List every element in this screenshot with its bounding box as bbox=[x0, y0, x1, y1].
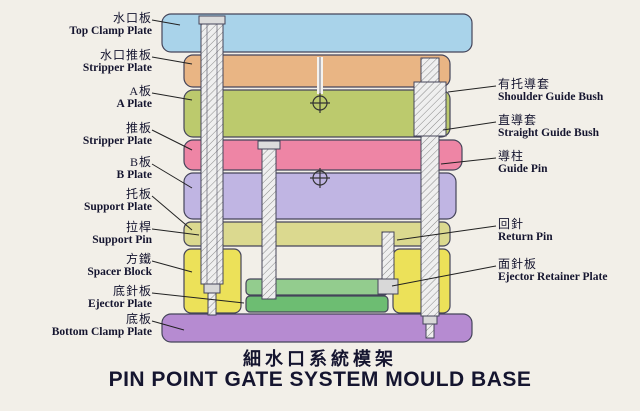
center-pin-head bbox=[257, 140, 281, 150]
label-zh: 底板 bbox=[125, 312, 152, 326]
diagram-title-chinese: 細水口系統模架 bbox=[243, 349, 397, 369]
support-pin bbox=[200, 15, 224, 285]
center-pin bbox=[261, 148, 277, 300]
label-en: Bottom Clamp Plate bbox=[51, 326, 152, 338]
label-straight-guide-bush: 直導套 Straight Guide Bush bbox=[498, 114, 638, 140]
label-zh: 導柱 bbox=[498, 149, 525, 163]
label-zh: B板 bbox=[129, 155, 152, 169]
crosshair-marks bbox=[310, 93, 330, 188]
diagram-title-english: PIN POINT GATE SYSTEM MOULD BASE bbox=[108, 368, 532, 391]
label-en: Ejector Retainer Plate bbox=[498, 271, 608, 283]
label-zh: 托板 bbox=[125, 187, 152, 201]
label-zh: 有托導套 bbox=[498, 77, 551, 91]
label-en: Spacer Block bbox=[87, 266, 152, 278]
label-en: Stripper Plate bbox=[82, 62, 152, 74]
label-guide-pin: 導柱 Guide Pin bbox=[498, 150, 638, 176]
stripper-plate-mid bbox=[183, 139, 463, 171]
support-pin-bolt-shaft bbox=[207, 292, 217, 316]
label-zh: 拉桿 bbox=[125, 220, 152, 234]
label-en: Guide Pin bbox=[498, 163, 548, 175]
pins-and-bushes bbox=[198, 15, 447, 339]
label-ejector-plate: 底針板 Ejector Plate bbox=[4, 285, 152, 311]
label-en: B Plate bbox=[116, 169, 152, 181]
label-stripper-plate-top: 水口推板 Stripper Plate bbox=[4, 49, 152, 75]
label-zh: 面針板 bbox=[498, 257, 538, 271]
label-zh: 直導套 bbox=[498, 113, 538, 127]
label-stripper-plate-mid: 推板 Stripper Plate bbox=[4, 122, 152, 148]
label-ejector-retainer-plate: 面針板 Ejector Retainer Plate bbox=[498, 258, 638, 284]
label-bottom-clamp-plate: 底板 Bottom Clamp Plate bbox=[4, 313, 152, 339]
return-pin bbox=[381, 231, 395, 280]
label-zh: 水口板 bbox=[112, 11, 152, 25]
crosshair-icon bbox=[310, 93, 330, 113]
label-top-clamp-plate: 水口板 Top Clamp Plate bbox=[4, 12, 152, 38]
label-zh: 方鐵 bbox=[125, 252, 152, 266]
guide-pin-bolt-head bbox=[422, 315, 438, 325]
label-en: Shoulder Guide Bush bbox=[498, 91, 604, 103]
label-zh: 推板 bbox=[125, 121, 152, 135]
top-clamp-plate bbox=[161, 13, 473, 53]
ejector-plate bbox=[245, 295, 389, 313]
label-shoulder-guide-bush: 有托導套 Shoulder Guide Bush bbox=[498, 78, 638, 104]
bottom-clamp-plate bbox=[161, 313, 473, 343]
label-en: Straight Guide Bush bbox=[498, 127, 599, 139]
label-en: Top Clamp Plate bbox=[69, 25, 152, 37]
label-zh: A板 bbox=[129, 84, 152, 98]
label-zh: 水口推板 bbox=[99, 48, 152, 62]
label-en: Ejector Plate bbox=[88, 298, 152, 310]
support-pin-head bbox=[198, 15, 226, 25]
label-en: A Plate bbox=[116, 98, 152, 110]
label-spacer-block: 方鐵 Spacer Block bbox=[4, 253, 152, 279]
shoulder-guide-bush bbox=[413, 81, 447, 137]
label-support-pin: 拉桿 Support Pin bbox=[4, 221, 152, 247]
label-en: Support Plate bbox=[83, 201, 152, 213]
support-plate bbox=[183, 221, 451, 247]
label-zh: 底針板 bbox=[112, 284, 152, 298]
label-support-plate: 托板 Support Plate bbox=[4, 188, 152, 214]
label-en: Support Pin bbox=[92, 234, 152, 246]
return-pin-head bbox=[377, 278, 399, 295]
label-zh: 回針 bbox=[498, 217, 525, 231]
guide-pin-bolt-shaft bbox=[425, 323, 435, 339]
support-pin-bolt-head bbox=[203, 283, 221, 294]
label-return-pin: 回針 Return Pin bbox=[498, 218, 638, 244]
label-en: Return Pin bbox=[498, 231, 553, 243]
label-b-plate: B板 B Plate bbox=[4, 156, 152, 182]
crosshair-icon bbox=[310, 168, 330, 188]
label-en: Stripper Plate bbox=[82, 135, 152, 147]
label-a-plate: A板 A Plate bbox=[4, 85, 152, 111]
leader-lines bbox=[151, 19, 497, 331]
